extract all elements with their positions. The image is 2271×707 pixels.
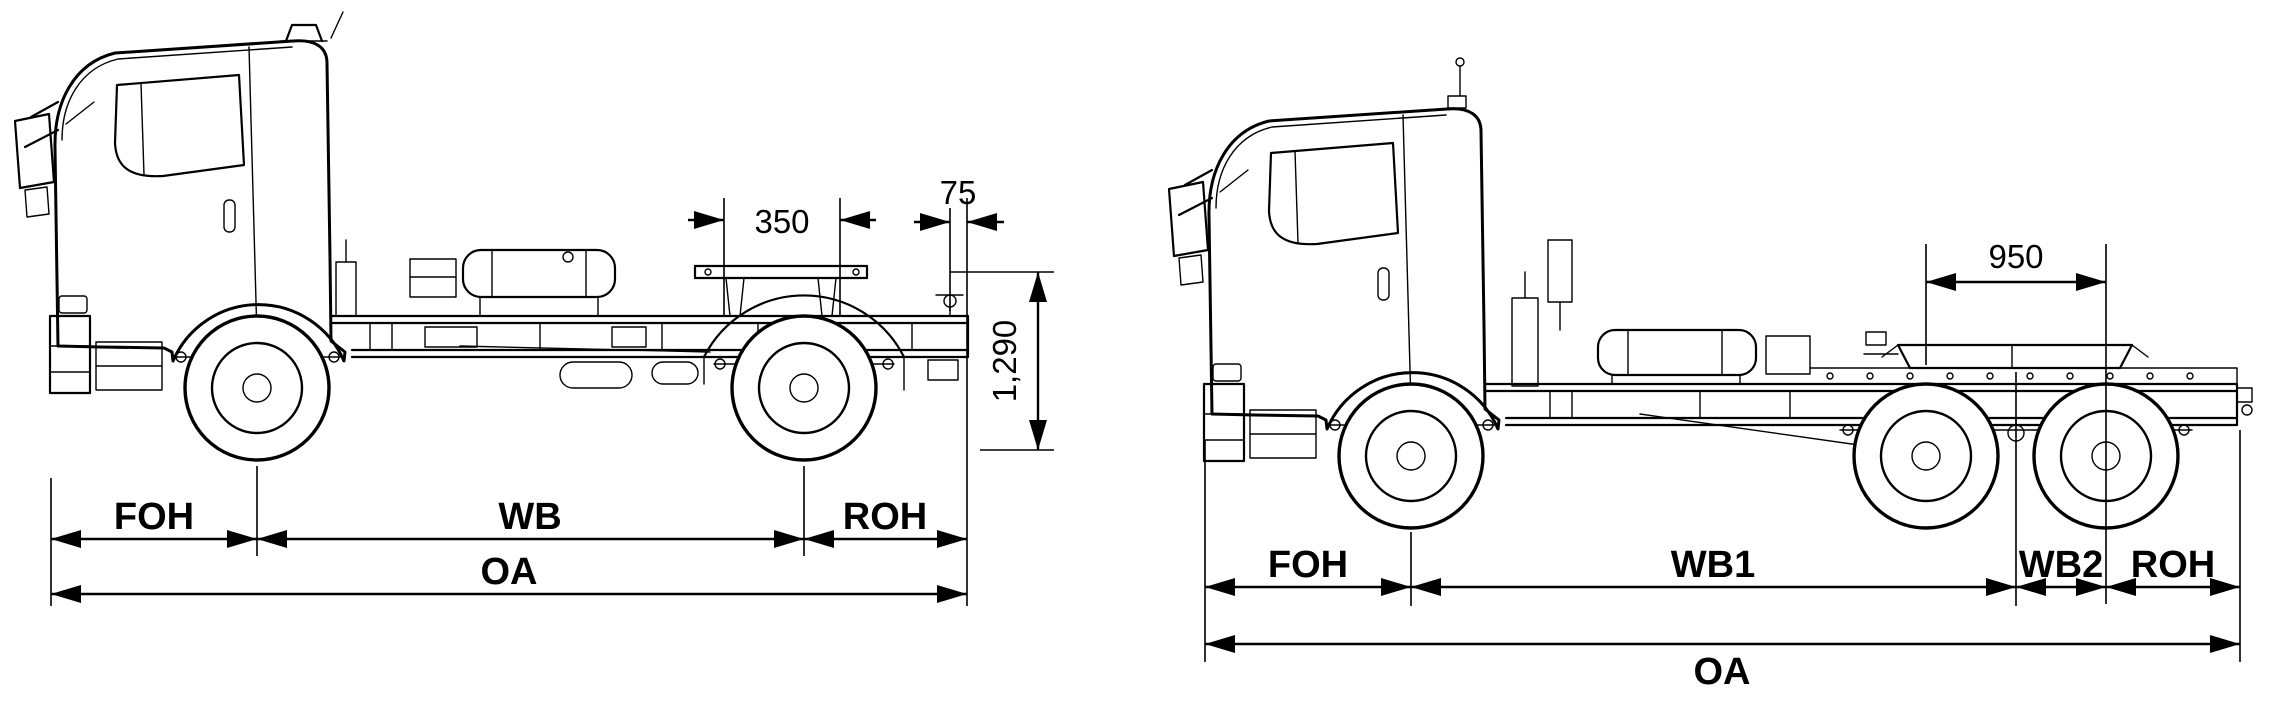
- right-rear-bracket: [2236, 387, 2253, 416]
- dim-label-1290: 1,290: [986, 320, 1023, 403]
- right-rear-wheel-1: [1852, 382, 2000, 530]
- right-fuel-tank: [1596, 328, 1811, 385]
- left-roof-beacon: [280, 11, 344, 43]
- right-front-wheel: [1337, 382, 1485, 530]
- right-dimensions: 950 FOH WB1 WB2 ROH OA: [1204, 238, 2241, 693]
- fifth-wheel: [1863, 331, 2149, 370]
- dim-label-foh-right: FOH: [1268, 544, 1348, 586]
- dim-label-foh-left: FOH: [114, 496, 194, 538]
- dim-label-wb1: WB1: [1671, 544, 1755, 586]
- exhaust-stack: [335, 261, 357, 317]
- left-front-wheel: [183, 314, 331, 462]
- driveshaft: [1639, 413, 1881, 449]
- left-fuel-tank: [409, 248, 617, 317]
- left-air-tanks: [559, 361, 699, 389]
- dim-label-950: 950: [1988, 238, 2043, 275]
- left-rear-wheel: [730, 314, 878, 462]
- left-truck-view: [13, 11, 970, 462]
- left-chassis-frame: [329, 239, 970, 359]
- right-truck-view: [1167, 57, 2253, 530]
- battery-box: [409, 258, 457, 298]
- left-rear-hitch: [927, 294, 964, 381]
- dim-label-wb: WB: [498, 496, 561, 538]
- air-intake: [1547, 239, 1573, 303]
- dim-label-350: 350: [754, 203, 809, 240]
- dim-label-oa-left: OA: [481, 551, 538, 593]
- tail-lamp: [927, 359, 959, 381]
- left-mounting-plate: [693, 264, 869, 317]
- exhaust-stack: [1511, 297, 1539, 387]
- dim-label-wb2: WB2: [2019, 544, 2103, 586]
- right-chassis-frame: [1483, 239, 2239, 449]
- left-dimensions: 350 75 1,290 FOH WB ROH OA: [50, 174, 1054, 606]
- driveshaft: [459, 345, 711, 353]
- antenna: [330, 11, 344, 39]
- dim-label-roh-left: ROH: [843, 496, 927, 538]
- tool-box: [1765, 335, 1811, 375]
- right-roof-antenna: [1447, 57, 1467, 109]
- dim-label-roh-right: ROH: [2131, 544, 2215, 586]
- rear-lamp: [2241, 404, 2253, 416]
- dim-label-75: 75: [940, 174, 977, 211]
- dim-label-oa-right: OA: [1694, 651, 1751, 693]
